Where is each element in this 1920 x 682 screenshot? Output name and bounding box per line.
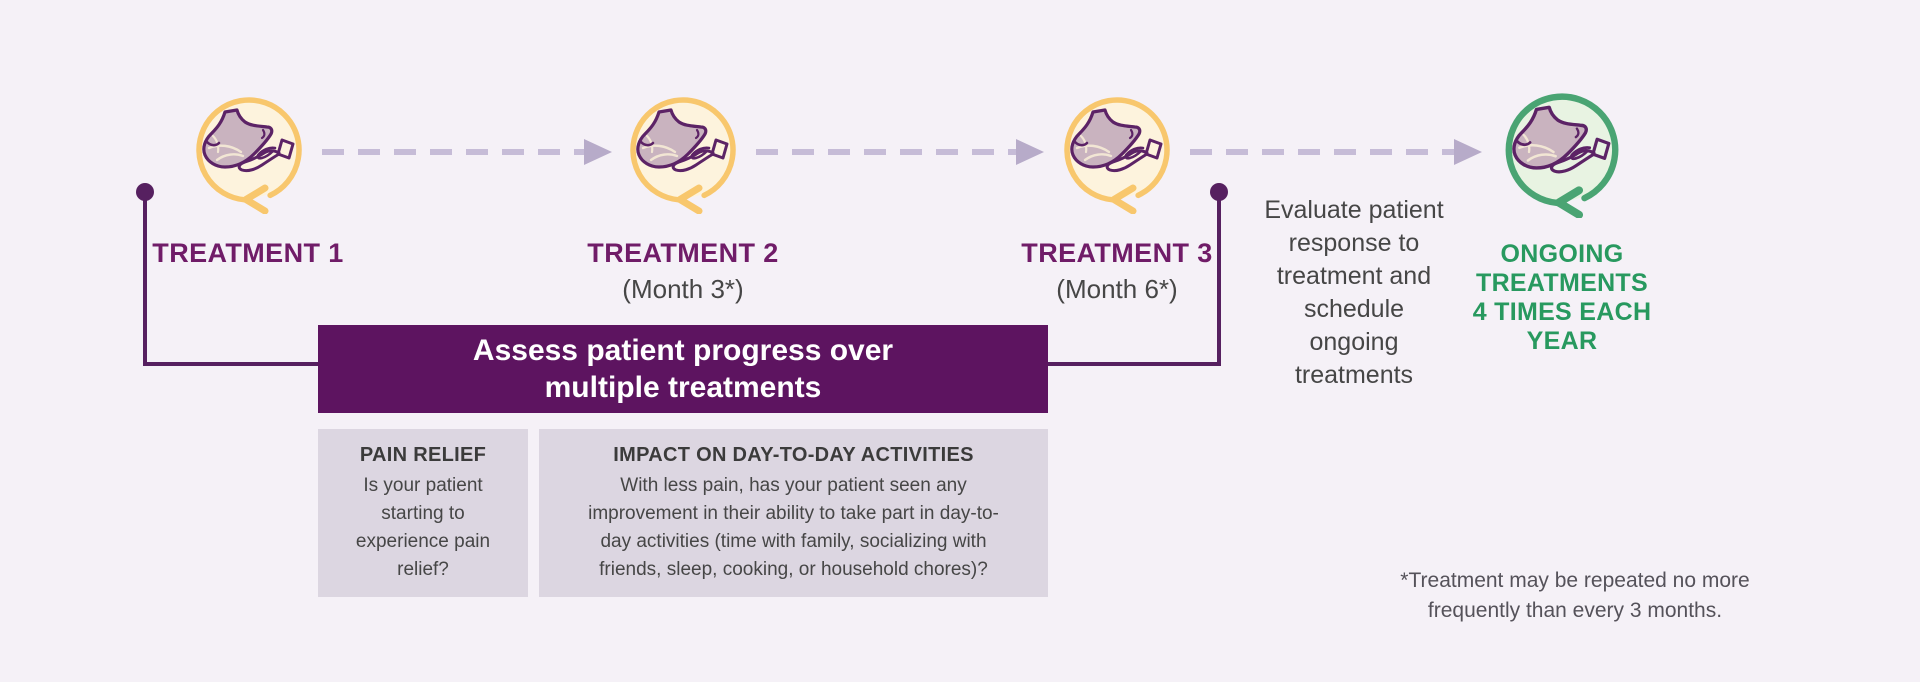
step-label-treatment-3: TREATMENT 3 (Month 6*)	[967, 238, 1267, 305]
assess-progress-banner: Assess patient progress over multiple tr…	[318, 325, 1048, 413]
connector-line-left-horizontal	[143, 362, 320, 366]
step-label-treatment-2: TREATMENT 2 (Month 3*)	[533, 238, 833, 305]
foot-in-hand-cycle-icon	[196, 97, 302, 214]
arrow-head-icon	[1454, 139, 1482, 165]
dashed-arrow-2	[756, 149, 1016, 155]
foot-in-hand-cycle-icon	[1505, 93, 1619, 218]
impact-activities-card: IMPACT ON DAY-TO-DAY ACTIVITIES With les…	[539, 429, 1048, 597]
foot-in-hand-cycle-icon	[630, 97, 736, 214]
dashed-arrow-1	[322, 149, 584, 155]
treatment-3-title: TREATMENT 3	[1021, 238, 1213, 268]
pain-relief-heading: PAIN RELIEF	[359, 444, 487, 466]
step-label-treatment-1: TREATMENT 1	[98, 238, 398, 274]
pain-relief-card: PAIN RELIEF Is your patient starting to …	[318, 429, 528, 597]
assess-progress-banner-title: Assess patient progress over multiple tr…	[472, 334, 894, 404]
treatment-1-title: TREATMENT 1	[152, 238, 344, 268]
evaluate-note: Evaluate patient response to treatment a…	[1264, 196, 1444, 389]
step-label-ongoing-treatments: ONGOING TREATMENTS 4 TIMES EACH YEAR	[1472, 240, 1652, 355]
connector-line-right-horizontal	[1047, 362, 1221, 366]
treatment-2-title: TREATMENT 2	[587, 238, 779, 268]
connector-line-right-vertical	[1217, 192, 1221, 364]
impact-activities-heading: IMPACT ON DAY-TO-DAY ACTIVITIES	[613, 444, 974, 466]
arrow-head-icon	[1016, 139, 1044, 165]
footnote: *Treatment may be repeated no more frequ…	[1400, 569, 1750, 622]
pain-relief-body: Is your patient starting to experience p…	[355, 475, 491, 580]
dashed-arrow-3	[1190, 149, 1454, 155]
foot-in-hand-cycle-icon	[1064, 97, 1170, 214]
treatment-2-sublabel: (Month 3*)	[622, 274, 744, 304]
impact-activities-body: With less pain, has your patient seen an…	[588, 475, 999, 580]
arrow-head-icon	[584, 139, 612, 165]
connector-line-left-vertical	[143, 192, 147, 364]
treatment-3-sublabel: (Month 6*)	[1056, 274, 1178, 304]
